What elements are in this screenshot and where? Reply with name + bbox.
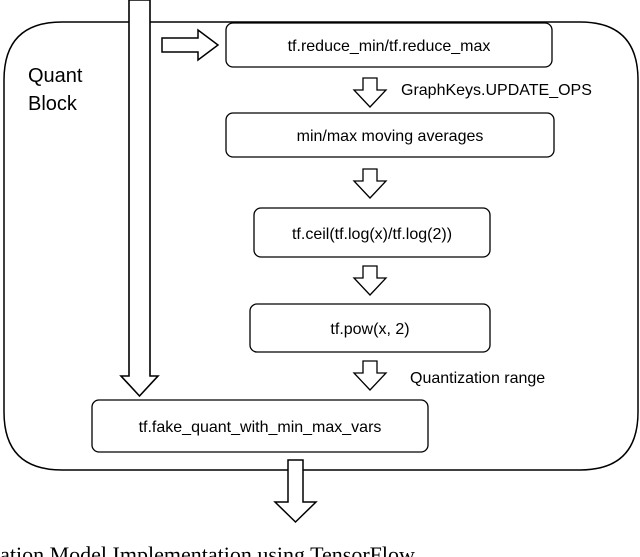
node-ceil-log: [253, 207, 491, 258]
node-reduce-min-max-label: tf.reduce_min/tf.reduce_max: [288, 38, 491, 55]
node-moving-averages-label: min/max moving averages: [297, 128, 484, 145]
edge-label-quantization-range: Quantization range: [410, 370, 545, 387]
down-arrow-4: [352, 360, 388, 391]
node-moving-averages: [225, 112, 555, 158]
node-pow-label: tf.pow(x, 2): [330, 321, 409, 338]
node-fake-quant-label: tf.fake_quant_with_min_max_vars: [139, 419, 382, 436]
node-fake-quant: [91, 399, 429, 453]
quant-block-label-line2: Block: [28, 93, 78, 115]
quant-block-label-line1: Quant: [28, 65, 83, 87]
input-passthrough-arrow: [119, 0, 160, 398]
output-arrow: [273, 459, 318, 524]
down-arrow-2: [352, 168, 388, 199]
edge-label-update-ops: GraphKeys.UPDATE_OPS: [401, 82, 592, 99]
node-pow: [249, 303, 491, 353]
branch-arrow-right: [161, 28, 220, 62]
down-arrow-3: [352, 265, 388, 296]
node-reduce-min-max: [225, 22, 553, 68]
figure-caption: lation Model Implementation using Tensor…: [0, 542, 415, 557]
down-arrow-1: [352, 77, 388, 108]
node-ceil-log-label: tf.ceil(tf.log(x)/tf.log(2)): [292, 226, 452, 243]
